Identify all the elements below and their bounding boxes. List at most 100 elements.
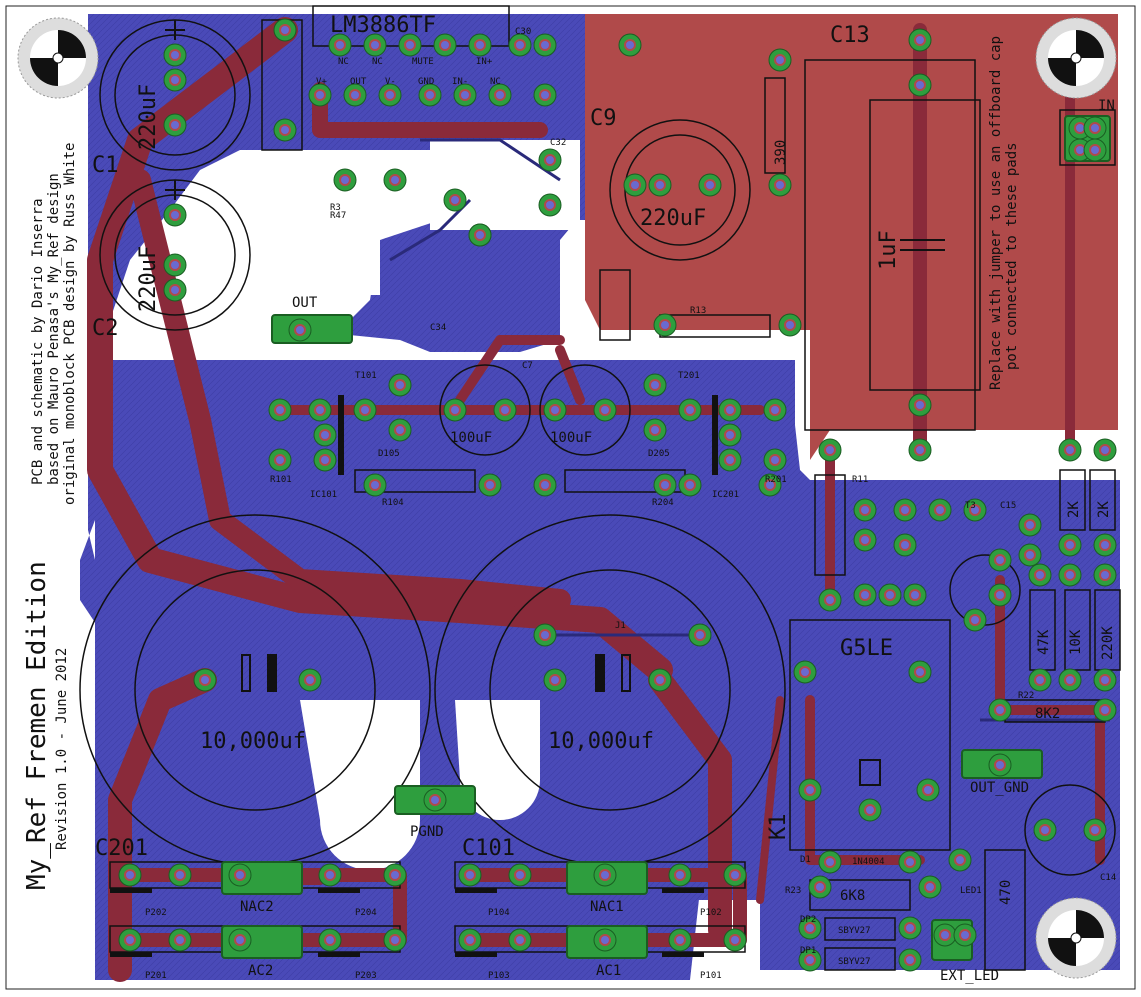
pad-drill-90 (904, 922, 916, 934)
ic-ic201-label: IC201 (712, 490, 739, 500)
offboard-note-1: Replace with jumper to use an offboard c… (988, 36, 1004, 390)
pad-drill-122 (324, 869, 336, 881)
pad-drill-73 (549, 674, 561, 686)
pad-drill-77 (994, 759, 1006, 771)
pad-drill-62 (769, 454, 781, 466)
res-r19-value: 10K (1068, 629, 1084, 655)
pad-drill-104 (1099, 674, 1111, 686)
credit-line-1: PCB and schematic by Dario Inserra (30, 198, 46, 485)
pad-drill-110 (899, 539, 911, 551)
diode-dp2-label: DP2 (800, 915, 816, 925)
pad-drill-59 (724, 429, 736, 441)
diode-p103-label: P103 (488, 971, 510, 981)
pad-drill-144 (1089, 122, 1101, 134)
cap-c13-value: 1uF (876, 230, 901, 270)
pad-drill-42 (474, 229, 486, 241)
trans-t101-label: T101 (355, 371, 377, 381)
connector-out-label: OUT (292, 295, 318, 311)
pad-drill-1 (334, 39, 346, 51)
pad-drill-66 (659, 479, 671, 491)
pad-drill-132 (674, 869, 686, 881)
pad-drill-137 (674, 934, 686, 946)
diode-bars (110, 395, 718, 957)
pad-drill-120 (174, 869, 186, 881)
res-r104-label: R104 (382, 498, 404, 508)
res-r14-value: 390 (773, 140, 789, 165)
pad-drill-106 (899, 504, 911, 516)
pad-drill-23 (339, 174, 351, 186)
cap-c2-value: 220uF (136, 246, 161, 312)
diode-dp1-part: SBYV27 (838, 957, 871, 967)
pad-drill-78 (799, 666, 811, 678)
pad-drill-75 (294, 324, 306, 336)
pad-drill-114 (1024, 519, 1036, 531)
res-r204-label: R204 (652, 498, 674, 508)
cap-c101-value: 10,000uf (200, 729, 306, 754)
pad-drill-127 (324, 934, 336, 946)
connector-nac2-label: NAC2 (240, 899, 274, 915)
offboard-note-2: pot connected to these pads (1004, 142, 1020, 370)
pad-drill-9 (314, 89, 326, 101)
pad-drill-17 (169, 49, 181, 61)
pad-drill-16 (279, 124, 291, 136)
pad-drill-33 (774, 179, 786, 191)
pad-drill-123 (389, 869, 401, 881)
relay-k1-type: G5LE (840, 636, 893, 661)
pad-drill-108 (969, 504, 981, 516)
pad-drill-129 (464, 869, 476, 881)
pad-drill-82 (922, 784, 934, 796)
pad-drill-7 (539, 39, 551, 51)
cap-c201-value: 10,000uf (548, 729, 654, 754)
pad-drill-63 (369, 479, 381, 491)
pad-drill-60 (724, 454, 736, 466)
pin-vplus: V+ (316, 77, 327, 87)
bank-c101-label: C101 (462, 836, 515, 861)
pad-drill-131 (599, 869, 611, 881)
pad-drill-35 (914, 79, 926, 91)
res-r22-label: R22 (1018, 691, 1034, 701)
pad-drill-71 (199, 674, 211, 686)
board-revision: Revision 1.0 - June 2012 (54, 648, 70, 850)
pad-drill-116 (994, 554, 1006, 566)
pad-drill-40 (784, 319, 796, 331)
mounting-holes (17, 17, 1117, 979)
cap-c9-value: 220uF (640, 206, 706, 231)
pad-drill-45 (314, 404, 326, 416)
pad-drill-98 (1099, 539, 1111, 551)
connector-ext-led-label: EXT_LED (940, 968, 999, 984)
pad-drill-118 (969, 614, 981, 626)
jumper-j1-label: J1 (615, 621, 626, 631)
pad-drill-140 (939, 929, 951, 941)
pad-drill-102 (1034, 674, 1046, 686)
pad-drill-126 (234, 934, 246, 946)
pad-drill-128 (389, 934, 401, 946)
res-r201-label: R201 (765, 475, 787, 485)
pad-drill-136 (599, 934, 611, 946)
pad-drill-87 (814, 881, 826, 893)
pin-in-plus: IN+ (476, 57, 493, 67)
pad-drill-97 (1064, 539, 1076, 551)
pad-drill-44 (274, 454, 286, 466)
cap-c34-label: C34 (430, 323, 446, 333)
pad-drill-117 (994, 589, 1006, 601)
cap-c32-label: C32 (550, 138, 566, 148)
pad-drill-18 (169, 74, 181, 86)
pad-drill-28 (449, 194, 461, 206)
pad-drill-57 (684, 404, 696, 416)
pad-drill-61 (769, 404, 781, 416)
connector-nac1-label: NAC1 (590, 899, 624, 915)
pad-drill-124 (124, 934, 136, 946)
pad-drill-2 (369, 39, 381, 51)
pad-drill-64 (484, 479, 496, 491)
res-r24-value: 470 (998, 880, 1014, 905)
diode-dp2-part: SBYV27 (838, 926, 871, 936)
pad-drill-21 (169, 259, 181, 271)
pad-drill-96 (1099, 444, 1111, 456)
pad-drill-125 (174, 934, 186, 946)
pad-drill-109 (859, 534, 871, 546)
connector-ac2-label: AC2 (248, 963, 273, 979)
pad-drill-92 (904, 954, 916, 966)
pad-drill-134 (464, 934, 476, 946)
pad-drill-13 (459, 89, 471, 101)
connector-in-label: IN (1098, 98, 1115, 114)
